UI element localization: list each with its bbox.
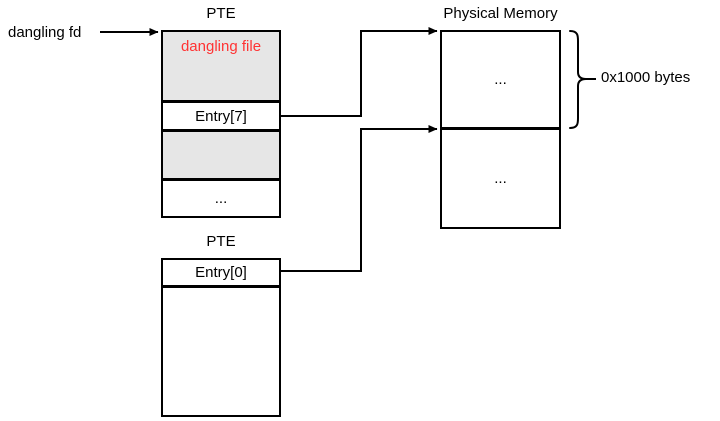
pte-bottom-row-blank: [161, 286, 281, 417]
pte-top-title: PTE: [206, 5, 236, 22]
pte-bottom-row-entry0: Entry[0]: [161, 258, 281, 287]
physical-memory-block-upper: ...: [440, 30, 561, 129]
pte-top-row-blank: [161, 130, 281, 180]
dangling-fd-label: dangling fd: [8, 24, 82, 41]
pte-top-row-entry7: Entry[7]: [161, 101, 281, 131]
pte-bottom-title: PTE: [206, 233, 236, 250]
pte-top-row-ellipsis: ...: [161, 179, 281, 218]
pte-top-row-dangling-file: dangling file: [161, 30, 281, 102]
size-annotation-label: 0x1000 bytes: [601, 69, 691, 86]
physical-memory-title: Physical Memory: [443, 5, 558, 22]
physical-memory-block-lower: ...: [440, 128, 561, 229]
connector-entry0-to-physmem-lower: [281, 125, 438, 272]
connector-entry7-to-physmem-upper: [281, 27, 438, 117]
size-brace: [569, 30, 596, 129]
